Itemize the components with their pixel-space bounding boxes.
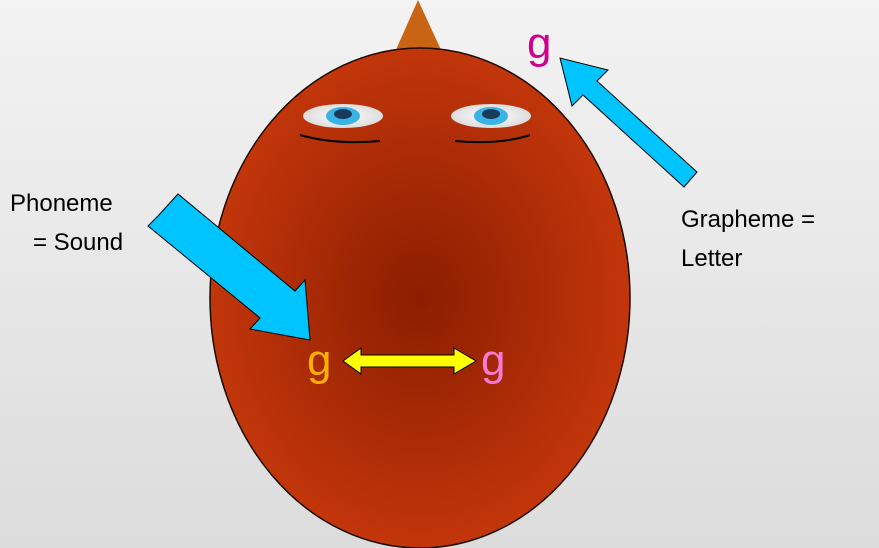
grapheme-label-line1: Grapheme = (681, 206, 815, 233)
mouth-left-g-letter: g (307, 336, 331, 385)
top-g-letter: g (527, 19, 551, 68)
hat-shape (395, 0, 442, 52)
phoneme-label-line1: Phoneme (10, 190, 113, 217)
grapheme-label-line2: Letter (681, 245, 742, 272)
phoneme-label-line2: = Sound (33, 229, 123, 256)
mouth-right-g-letter: g (481, 336, 505, 385)
